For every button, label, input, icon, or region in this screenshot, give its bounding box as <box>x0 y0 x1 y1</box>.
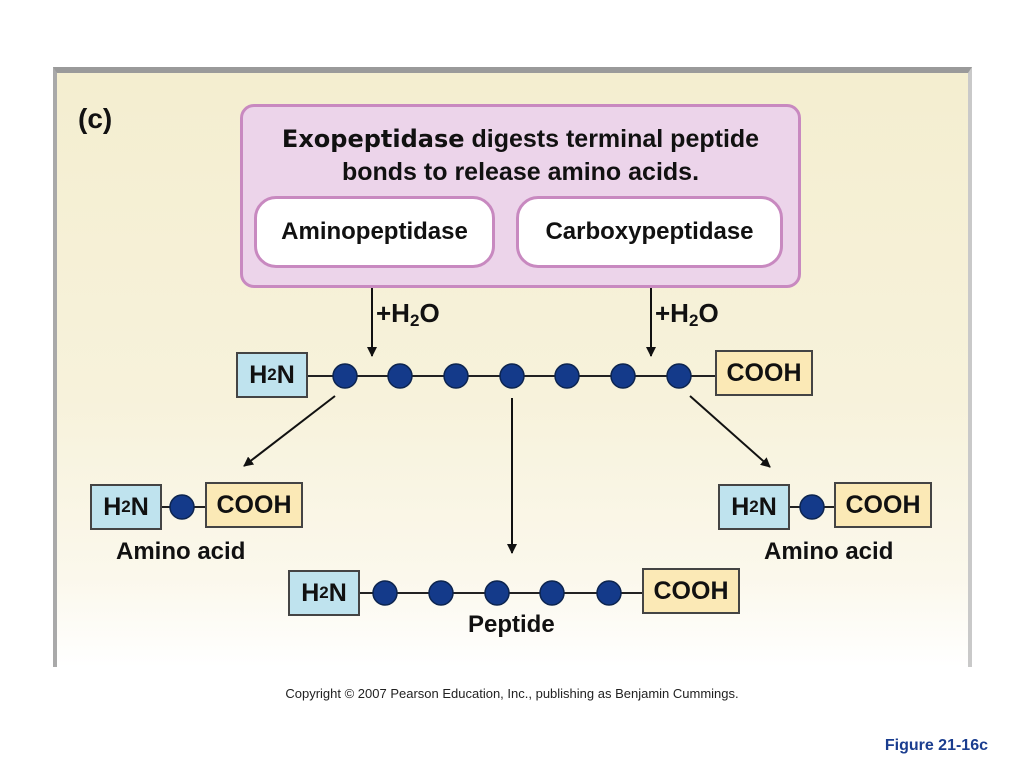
right-amino-acid-c-terminus: COOH <box>834 482 932 528</box>
left-product-arrow <box>243 395 336 467</box>
residue <box>169 494 195 520</box>
copyright-notice: Copyright © 2007 Pearson Education, Inc.… <box>285 686 739 701</box>
panel-label: (c) <box>78 103 113 134</box>
residue <box>610 363 636 389</box>
residue <box>332 363 358 389</box>
right-amino-acid-caption: Amino acid <box>764 538 894 565</box>
residue <box>596 580 622 606</box>
residue <box>484 580 510 606</box>
exopeptidase-description: Exopeptidase digests terminal peptide bo… <box>243 123 798 189</box>
figure-number: Figure 21-16c <box>884 737 988 754</box>
exopeptidase-term: Exopeptidase <box>281 125 465 153</box>
residue <box>539 580 565 606</box>
right-product-arrow <box>689 395 771 468</box>
residue <box>387 363 413 389</box>
residue <box>372 580 398 606</box>
residue <box>799 494 825 520</box>
peptide-residues <box>372 580 622 606</box>
left-amino-acid-c-terminus: COOH <box>205 482 303 528</box>
residue <box>428 580 454 606</box>
aminopeptidase-label: Aminopeptidase <box>281 218 468 245</box>
peptide-c-terminus: COOH <box>642 568 740 614</box>
carboxypeptidase-box: Carboxypeptidase <box>516 196 783 268</box>
left-amino-acid-caption: Amino acid <box>116 538 246 565</box>
residue <box>554 363 580 389</box>
main-chain-residues <box>332 363 692 389</box>
main-chain-c-terminus: COOH <box>715 350 813 396</box>
water-label-right: +H2O <box>655 298 719 330</box>
residue <box>443 363 469 389</box>
heading-line2: bonds to release amino acids. <box>341 158 700 186</box>
carboxypeptidase-label: Carboxypeptidase <box>545 218 754 245</box>
peptide-caption: Peptide <box>468 611 555 638</box>
residue <box>499 363 525 389</box>
heading-line1: digests terminal peptide <box>464 125 760 153</box>
aminopeptidase-box: Aminopeptidase <box>254 196 495 268</box>
water-label-left: +H2O <box>376 298 440 330</box>
residue <box>666 363 692 389</box>
